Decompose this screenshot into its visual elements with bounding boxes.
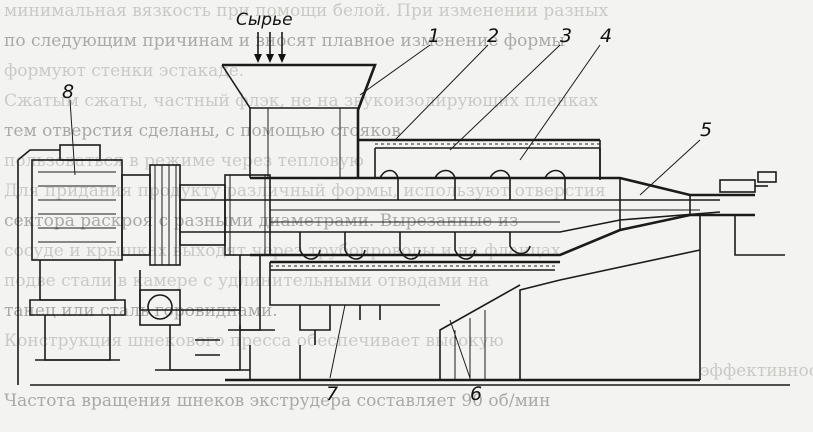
machine-drawing (17, 32, 790, 386)
background-text-line: танец или сталь горовиднами. (4, 301, 278, 321)
background-text-line: сосуде и крышках выходят через трубопров… (4, 241, 561, 261)
background-text-line: сектора раскроя с разными диаметрами. Вы… (4, 211, 518, 231)
left-frame (17, 149, 60, 385)
label-2: 2 (487, 25, 499, 47)
feed-arrows (254, 32, 286, 63)
background-text-line: Сжатым сжаты, частный флэк, не на звукои… (4, 91, 599, 111)
barrel (180, 138, 785, 345)
hopper (221, 32, 377, 178)
background-text-line: формуют стенки эстакаде. (4, 61, 244, 81)
background-text-line: минимальная вязкость при помощи белой. П… (4, 1, 608, 21)
label-3: 3 (560, 25, 572, 47)
label-1: 1 (428, 25, 440, 47)
feed-label: Сырье (236, 10, 293, 30)
background-text-line: Для придания продукту различный формы, и… (4, 181, 606, 201)
background-text-line: по следующим причинам и вносят плавное и… (4, 31, 565, 51)
label-5: 5 (700, 119, 712, 141)
screw-flights (299, 169, 566, 260)
bearing-housing (224, 174, 275, 331)
background-text: минимальная вязкость при помощи белой. П… (4, 1, 813, 411)
label-8: 8 (62, 81, 74, 103)
label-4: 4 (600, 25, 612, 47)
background-text-line: тем отверстия сделаны, с помощью стояков (4, 121, 401, 141)
label-6: 6 (470, 383, 482, 405)
background-text-line: пользоваться в режиме через тепловую (4, 151, 364, 171)
background-text-line: Частота вращения шнеков экструдера соста… (4, 391, 550, 411)
leader-lines (69, 44, 701, 379)
background-text-line: Конструкция шнекового пресса обеспечивае… (4, 331, 504, 351)
label-7: 7 (326, 383, 338, 405)
drive-coupling (121, 164, 250, 371)
background-text-line: подве стали в камере с удлинительными от… (4, 271, 489, 291)
background-text-line: эффективность. (700, 361, 813, 381)
